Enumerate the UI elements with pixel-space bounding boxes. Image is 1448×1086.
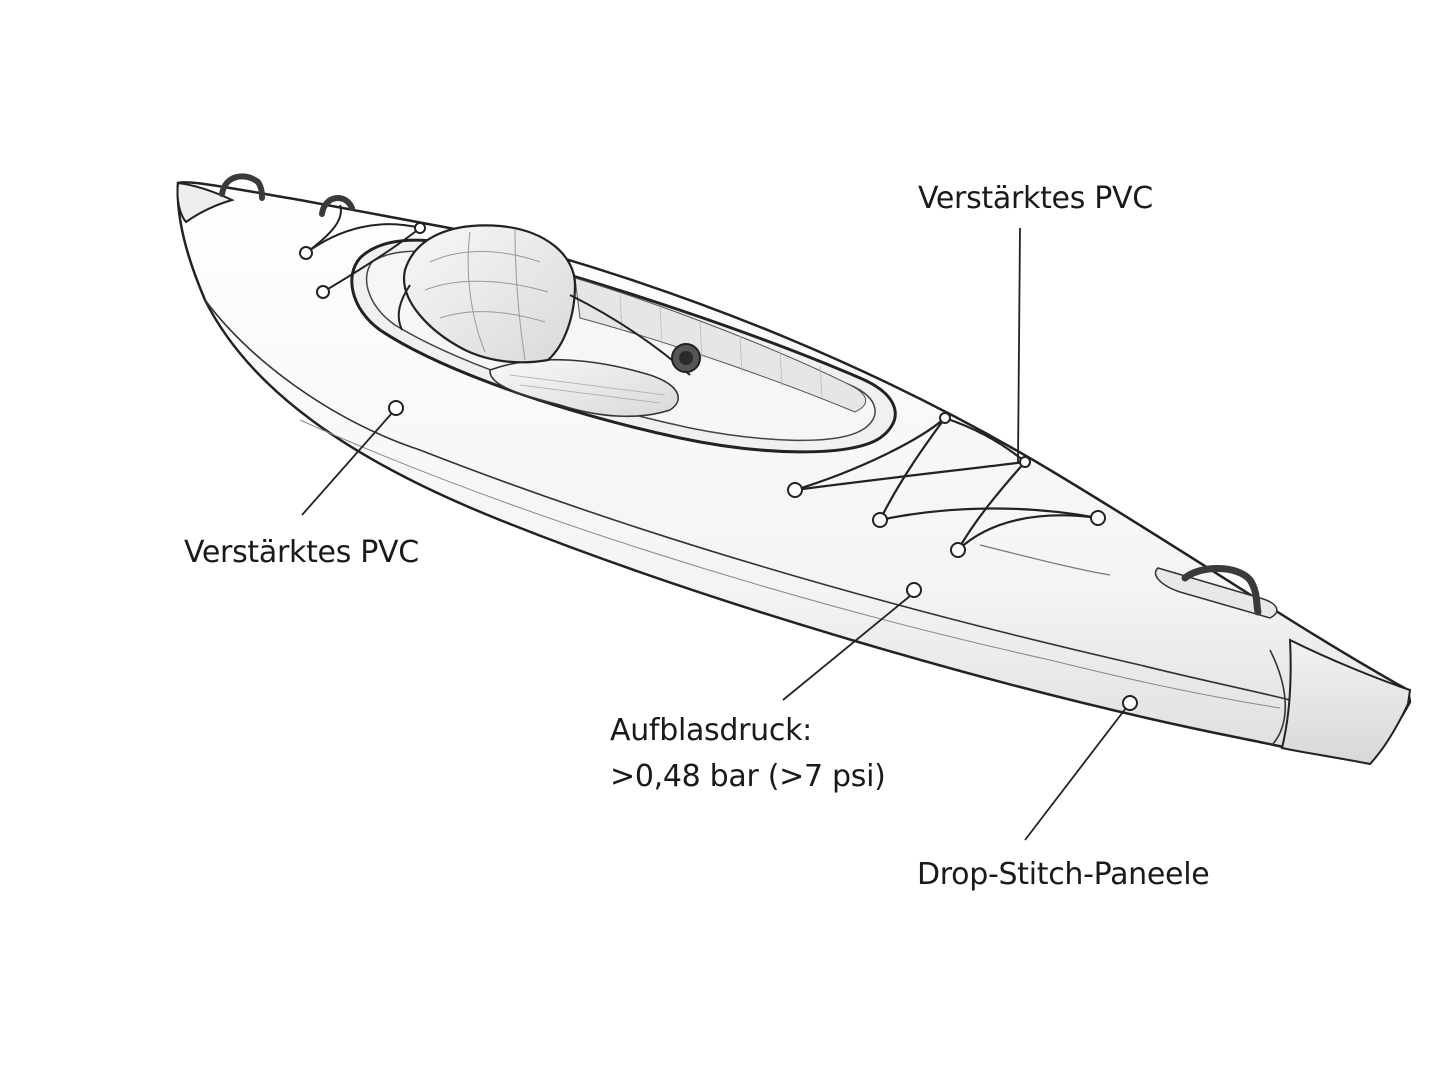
valve-icon [671,343,701,373]
label-top-material: Verstärktes PVC [918,181,1153,216]
seat-cushion [489,358,679,418]
label-pressure-line1: Aufblasdruck: [610,713,812,748]
leader-dropstitch [1024,707,1127,841]
cockpit-wall-ribs [619,294,823,399]
hull-chine-line [204,299,1291,701]
hull-keel-line [299,419,1281,709]
label-drop-stitch-panels: Drop-Stitch-Paneele [917,857,1210,892]
seat-backrest-quilting [424,229,549,361]
stern-bungee [794,416,1099,551]
bow-tip [176,181,235,224]
stern-grommets [787,412,1106,558]
bow-grommets [299,222,426,299]
label-pressure-line2: >0,48 bar (>7 psi) [610,759,886,794]
seat-strap-left [397,284,411,331]
label-side-material: Verstärktes PVC [184,535,419,570]
bow-handle-second [319,195,355,217]
leader-top-pvc [1017,227,1021,463]
callout-leaders [301,227,1127,841]
stern-seam [1269,649,1287,746]
bow-handle-front [219,173,265,201]
bow-bungee [305,204,421,293]
side-valves [388,400,1138,711]
leader-side-pvc [301,412,393,516]
stern-cap [1280,638,1412,766]
leader-pressure [782,595,911,701]
stern-deck-seam [979,544,1111,576]
label-inflation-pressure: Aufblasdruck: >0,48 bar (>7 psi) [610,708,886,800]
stern-handle [1181,565,1262,616]
seat-cushion-seams [509,374,666,404]
